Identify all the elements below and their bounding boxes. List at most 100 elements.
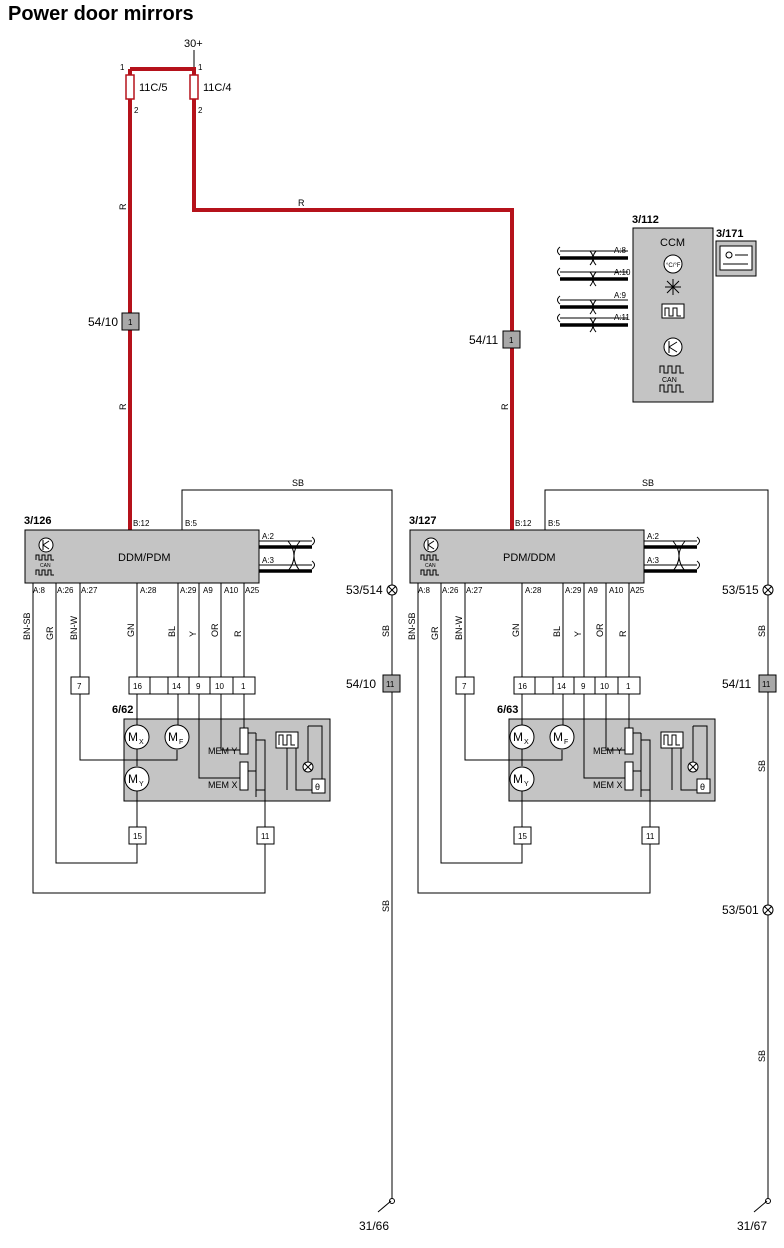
wire-label-r: R xyxy=(500,403,510,410)
wire-bn-sb xyxy=(32,583,266,894)
module-name: DDM/PDM xyxy=(118,552,171,564)
can-label: CAN xyxy=(425,563,436,569)
mem-label: MEM X xyxy=(593,780,623,790)
terminal-number: 9 xyxy=(196,682,201,691)
terminal-strip xyxy=(513,676,641,695)
wire-label: BN-W xyxy=(69,616,79,640)
theta-label: θ xyxy=(700,782,705,792)
transistor-icon xyxy=(423,537,439,553)
internal-wire xyxy=(583,694,625,779)
module-pdm-ddm: 3/127 PDM/DDM CAN B:12 B:5 A:2 A:3 A:8 A… xyxy=(409,515,660,595)
pin-label: B:12 xyxy=(515,519,532,528)
ground-label: 31/66 xyxy=(359,1219,389,1233)
connector-label: 54/10 xyxy=(346,677,376,691)
motor-label: M xyxy=(553,730,563,744)
wire-label: GR xyxy=(45,626,55,640)
ccm-pin: A:8 xyxy=(614,246,627,255)
internal-wire xyxy=(198,694,240,779)
can-label: CAN xyxy=(40,563,51,569)
lamp-icon xyxy=(725,251,733,259)
mem-label: MEM Y xyxy=(593,746,622,756)
motor-label: M xyxy=(513,730,523,744)
motor-sub: F xyxy=(564,739,568,746)
can-signal-icon xyxy=(35,554,54,561)
motor-fold xyxy=(164,724,190,750)
heater-element xyxy=(663,734,680,746)
motor-sub: F xyxy=(179,739,183,746)
terminal-number: 15 xyxy=(133,832,142,841)
wire-break xyxy=(696,536,700,570)
terminal xyxy=(513,826,532,845)
wire-label-sb: SB xyxy=(381,900,391,912)
wire-label-sb: SB xyxy=(642,478,654,488)
temperature-icon xyxy=(663,254,683,274)
splice-label: 53/515 xyxy=(722,583,759,597)
terminal-number: 11 xyxy=(261,832,270,841)
fuse-pin-in: 1 xyxy=(120,63,125,72)
pin-label: A:3 xyxy=(262,556,275,565)
can-signal-icon xyxy=(35,569,54,576)
module-name: CCM xyxy=(660,237,685,249)
pin-label: A:8 xyxy=(418,586,431,595)
splice-label: 53/514 xyxy=(346,583,383,597)
motor-label: M xyxy=(513,772,523,786)
mirror-6-62: 7 16 14 9 10 1 6/62 M X M F M Y xyxy=(70,676,331,845)
pot-mem-y xyxy=(624,727,634,755)
connector-54-11 xyxy=(502,330,521,349)
module-ddm-pdm: 3/126 DDM/PDM CAN B:12 B:5 A:2 A:3 A:8 A… xyxy=(24,515,275,595)
can-label: CAN xyxy=(662,377,677,384)
transistor-icon xyxy=(38,537,54,553)
wire-label: BN-SB xyxy=(22,612,32,640)
pin-label: B:12 xyxy=(133,519,150,528)
motor-label: M xyxy=(168,730,178,744)
fuse-pin-out: 2 xyxy=(134,106,139,115)
heater-element xyxy=(278,734,295,746)
can-signal-icon xyxy=(659,365,684,374)
ground-switch xyxy=(377,1200,392,1213)
connector-label: 54/11 xyxy=(469,333,498,347)
fuse-body xyxy=(125,74,135,100)
internal-wire xyxy=(220,694,240,751)
terminal-number: 9 xyxy=(581,682,586,691)
wire-break xyxy=(311,536,315,570)
theta-label: θ xyxy=(315,782,320,792)
wire-label: BN-SB xyxy=(407,612,417,640)
twist-symbol xyxy=(589,317,597,333)
motor-fold xyxy=(549,724,575,750)
module-id: 3/112 xyxy=(632,214,659,226)
twist-symbol xyxy=(672,540,686,572)
page-title: Power door mirrors xyxy=(8,3,194,25)
motor-sub: Y xyxy=(139,781,144,788)
twist-symbol xyxy=(589,299,597,315)
internal-wire xyxy=(605,694,625,751)
terminal-number: 1 xyxy=(626,682,631,691)
ccm-pin: A:10 xyxy=(614,268,631,277)
pin-label: A:27 xyxy=(466,586,483,595)
wire-label-r: R xyxy=(118,203,128,210)
terminal xyxy=(641,826,660,845)
motor-label: M xyxy=(128,730,138,744)
fuse-pin-in: 1 xyxy=(198,63,203,72)
ccm-pin: A:9 xyxy=(614,291,627,300)
heater-element xyxy=(664,307,681,317)
twist-symbol xyxy=(589,250,597,266)
sensor-id: 3/171 xyxy=(716,228,744,240)
connector-pin: 11 xyxy=(762,680,771,689)
pin-label: A:28 xyxy=(140,586,157,595)
pin-label: A25 xyxy=(245,586,260,595)
terminal-number: 11 xyxy=(646,832,655,841)
module-id: 3/126 xyxy=(24,515,52,527)
wire-label-sb: SB xyxy=(757,1050,767,1062)
terminal-number: 15 xyxy=(518,832,527,841)
mirror-id: 6/63 xyxy=(497,704,518,716)
pin-label: A:26 xyxy=(442,586,459,595)
terminal-number: 14 xyxy=(172,682,181,691)
temp-sensor-icon xyxy=(311,778,326,794)
red-wire-right xyxy=(192,106,514,530)
connector-54-10 xyxy=(121,312,140,331)
wire-label: BN-W xyxy=(454,616,464,640)
motor-sub: X xyxy=(524,739,529,746)
wire-gr xyxy=(440,583,523,864)
ground-wire xyxy=(544,489,769,585)
wire-label-sb: SB xyxy=(757,760,767,772)
